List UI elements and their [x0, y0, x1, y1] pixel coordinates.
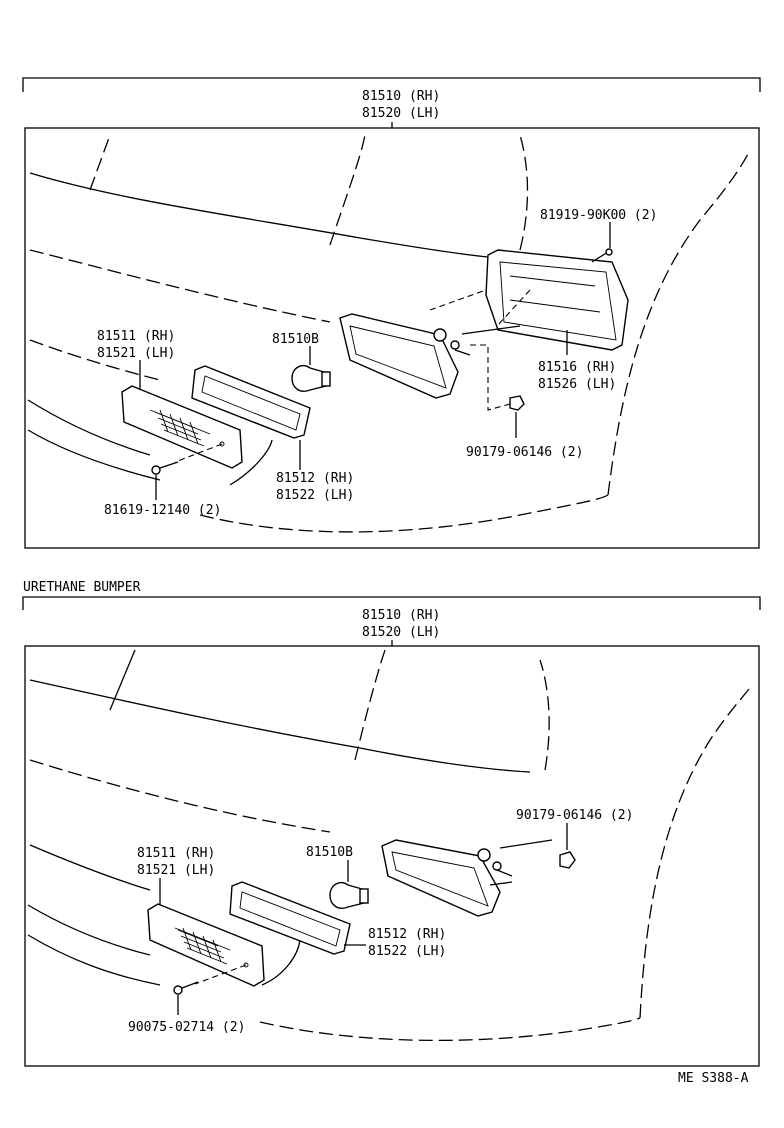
- bottom-panel: 81510 (RH) 81520 (LH): [22, 596, 761, 1067]
- top-gasket: [191, 365, 311, 439]
- top-housing-label-rh: 81516 (RH): [538, 360, 616, 375]
- top-lamp-leader: [461, 325, 521, 335]
- top-bumper-lower: [27, 399, 151, 456]
- top-main-label-lh: 81520 (LH): [362, 106, 440, 121]
- top-screw: [591, 248, 613, 263]
- bottom-main-label-lh: 81520 (LH): [362, 625, 440, 640]
- top-screw-bottom-label: 81619-12140 (2): [104, 503, 221, 518]
- top-housing-dash2: [497, 289, 531, 326]
- bottom-screw-bottom-label: 90075-02714 (2): [128, 1020, 245, 1035]
- top-clip-dash: [470, 344, 511, 411]
- top-right-contour: [607, 149, 751, 496]
- top-housing: [485, 249, 629, 351]
- top-main-label-rh: 81510 (RH): [362, 89, 440, 104]
- top-housing-label-lh: 81526 (LH): [538, 377, 616, 392]
- top-bulb-label: 81510B: [272, 332, 319, 347]
- bottom-gasket-label-rh: 81512 (RH): [368, 927, 446, 942]
- bottom-gasket: [229, 881, 351, 955]
- top-lens-label-lh: 81521 (LH): [97, 346, 175, 361]
- bottom-bumper-lower: [27, 904, 151, 956]
- bottom-clip: [559, 851, 576, 869]
- top-frame: [24, 127, 760, 549]
- top-lens-label-rh: 81511 (RH): [97, 329, 175, 344]
- bottom-right-contour: [639, 684, 753, 1019]
- bottom-lamp-leader: [499, 839, 553, 849]
- bottom-bulb-label: 81510B: [306, 845, 353, 860]
- top-bracket: [22, 77, 761, 92]
- top-bumper-upper: [29, 249, 331, 323]
- bottom-lens-label-lh: 81521 (LH): [137, 863, 215, 878]
- top-screw-bottom: [151, 461, 179, 475]
- bottom-frame: [24, 645, 760, 1067]
- top-lens-screw-dash: [174, 443, 223, 463]
- top-hood-line: [329, 134, 366, 246]
- footer-code: ME S388-A: [678, 1071, 749, 1086]
- bottom-lens-label-rh: 81511 (RH): [137, 846, 215, 861]
- bottom-lens: [147, 903, 265, 987]
- top-bumper-bottom: [199, 494, 609, 533]
- bottom-pillar-line: [109, 649, 136, 711]
- top-lens-curve: [229, 439, 273, 486]
- top-pillar-line: [89, 134, 111, 191]
- bottom-gasket-label-lh: 81522 (LH): [368, 944, 446, 959]
- bottom-bracket: [22, 596, 761, 610]
- bottom-body-line: [29, 679, 531, 773]
- top-gasket-label-lh: 81522 (LH): [276, 488, 354, 503]
- top-bumper-mid: [29, 339, 161, 381]
- top-body-line: [29, 172, 501, 259]
- bottom-clip-label: 90179-06146 (2): [516, 808, 633, 823]
- top-screw-top-label: 81919-90K00 (2): [540, 208, 657, 223]
- bottom-hood-line: [354, 649, 386, 761]
- bottom-screw-bottom: [173, 981, 199, 995]
- bottom-lens-curve: [261, 939, 301, 986]
- bottom-bumper-edge: [27, 934, 161, 986]
- bottom-fender-line: [539, 659, 550, 771]
- top-fender-line: [519, 134, 529, 251]
- top-gasket-label-rh: 81512 (RH): [276, 471, 354, 486]
- bottom-lens-screw-dash: [194, 964, 247, 985]
- top-panel: 81510 (RH) 81520 (LH): [22, 77, 761, 549]
- bottom-lamp-assembly: [381, 839, 513, 917]
- top-lamp-assembly: [339, 313, 471, 399]
- top-housing-dash1: [429, 289, 487, 311]
- bottom-bumper-bottom: [259, 1017, 641, 1042]
- bottom-bumper-mid: [29, 844, 151, 891]
- top-bulb: [291, 364, 331, 392]
- top-clip: [509, 395, 525, 411]
- top-clip-label: 90179-06146 (2): [466, 445, 583, 460]
- bottom-bulb: [329, 881, 369, 909]
- section-title: URETHANE BUMPER: [23, 580, 141, 595]
- bottom-bumper-upper: [29, 759, 331, 833]
- bottom-main-label-rh: 81510 (RH): [362, 608, 440, 623]
- top-bumper-edge: [27, 429, 161, 481]
